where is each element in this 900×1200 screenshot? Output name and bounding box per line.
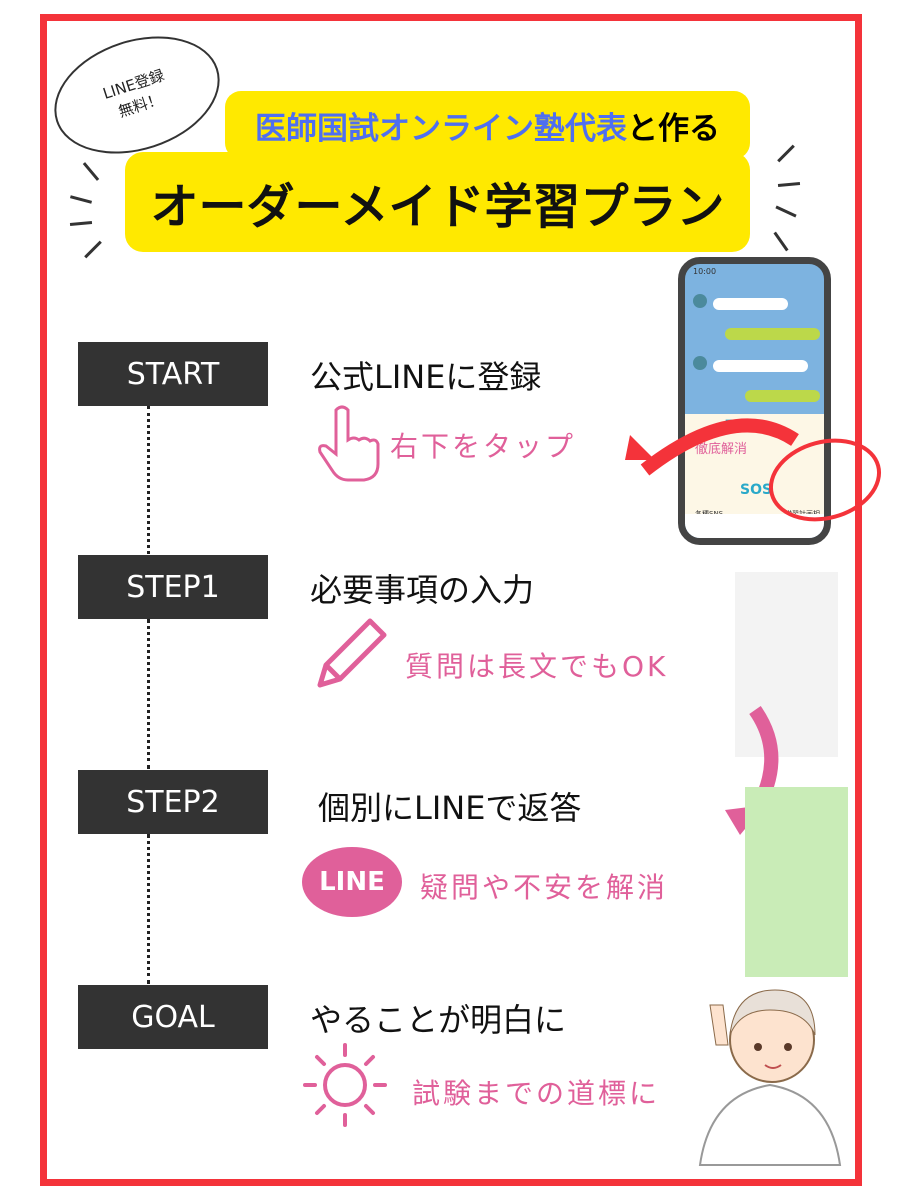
chat-bubble — [725, 328, 820, 340]
step-title: 必要事項の入力 — [310, 571, 535, 609]
step-note: 右下をタップ — [390, 430, 577, 463]
main-title: オーダーメイド学習プラン — [125, 152, 750, 252]
doctor-illustration — [698, 989, 842, 1166]
dotted-connector — [147, 406, 150, 554]
red-arrow-circle — [625, 418, 882, 522]
sun-icon — [303, 1043, 387, 1127]
step-title: 個別にLINEで返答 — [318, 789, 582, 827]
avatar-icon — [693, 294, 707, 308]
step-note: 質問は長文でもOK — [405, 650, 669, 683]
dotted-connector — [147, 834, 150, 984]
pencil-icon — [317, 618, 387, 688]
step-label-step1: STEP1 — [78, 555, 268, 619]
chat-bubble — [713, 298, 788, 310]
form-screenshot — [735, 572, 838, 757]
line-icon: LINE — [302, 847, 402, 917]
chat-bubble — [745, 390, 820, 402]
avatar-icon — [693, 356, 707, 370]
menu-sos[interactable]: SOS — [740, 482, 773, 498]
red-frame — [40, 14, 862, 1186]
subtitle-blue: 医師国試オンライン塾代表 — [255, 110, 627, 147]
step-label-start: START — [78, 342, 268, 406]
chat-bubble — [713, 360, 808, 372]
step-title: 公式LINEに登録 — [310, 358, 542, 396]
pointing-hand-icon — [318, 405, 380, 482]
phone-time: 10:00 — [693, 267, 717, 276]
subtitle-banner: 医師国試オンライン塾代表と作る — [225, 91, 750, 159]
step-title: やることが明白に — [310, 1001, 567, 1039]
step-label-goal: GOAL — [78, 985, 268, 1049]
subtitle-black: と作る — [627, 110, 720, 147]
step-note: 疑問や不安を解消 — [420, 871, 669, 904]
line-badge-text: LINE — [319, 867, 385, 897]
dotted-connector — [147, 619, 150, 769]
reply-screenshot — [745, 787, 848, 977]
banner-text: 徹底解消 — [695, 442, 748, 457]
step-note: 試験までの道標に — [412, 1077, 661, 1110]
step-label-step2: STEP2 — [78, 770, 268, 834]
